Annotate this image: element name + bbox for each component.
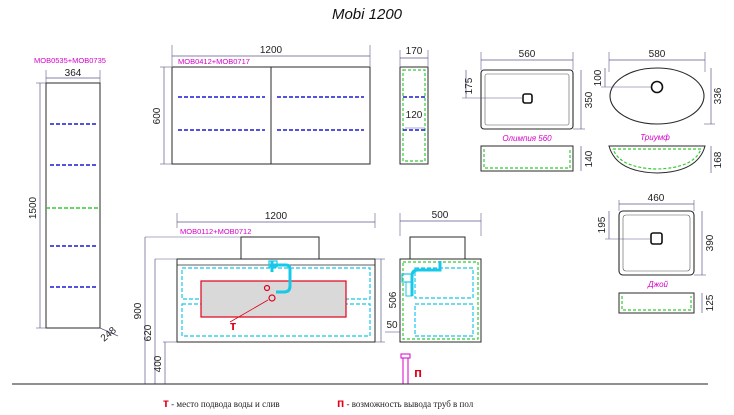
joy-name: Джой (647, 280, 669, 289)
mirror-width-label: 1200 (260, 45, 283, 56)
floor-900-label: 900 (133, 302, 144, 319)
legend-water-mark: т (163, 396, 169, 410)
base-side-depth-label: 500 (432, 210, 449, 221)
triumph-depth-label: 336 (713, 87, 724, 104)
floor-pipe-mark: п (414, 365, 422, 380)
olympia-depth-label: 350 (584, 91, 595, 108)
legend-water-text: - место подвода воды и слив (171, 399, 280, 409)
mirror-side-shelf-label: 120 (406, 110, 423, 121)
triumph-name: Триумф (640, 133, 670, 142)
mirror-side-depth-label: 170 (406, 46, 423, 57)
base-height-label: 506 (388, 291, 399, 308)
mirror-height-label: 600 (152, 107, 163, 124)
olympia-width-label: 560 (519, 49, 536, 60)
mirror-cabinet-code: MOB0412+MOB0717 (178, 57, 250, 66)
floor-400-label: 400 (153, 355, 164, 372)
joy-depth-label: 390 (705, 234, 716, 251)
base-water-mark: т (230, 318, 236, 333)
base-width-label: 1200 (265, 211, 288, 222)
joy-hole-label: 195 (597, 216, 608, 233)
floor-620-label: 620 (143, 324, 154, 341)
olympia-hole-label: 175 (464, 77, 475, 94)
base-side-50-label: 50 (386, 320, 398, 331)
legend-pipe-mark: п (337, 396, 345, 410)
base-cabinet-side: 500 50 п (385, 210, 482, 385)
tall-width-label: 364 (65, 68, 82, 79)
legend-water: т - место подвода воды и слив (163, 396, 280, 410)
tall-depth-label: 248 (99, 325, 119, 344)
sink-olympia: 560 175 350 Олимпия 560 140 (462, 49, 595, 172)
base-cabinet-code: MOB0112+MOB0712 (180, 227, 251, 236)
sink-triumph: 580 100 336 Триумф 168 (593, 49, 724, 174)
joy-width-label: 460 (648, 193, 665, 204)
olympia-name: Олимпия 560 (502, 134, 552, 143)
legend-pipe: п - возможность вывода труб в пол (337, 396, 473, 410)
triumph-width-label: 580 (649, 49, 666, 60)
tall-cabinet-code: MOB0535+MOB0735 (34, 56, 106, 65)
page-title: Mobi 1200 (331, 6, 403, 23)
base-cabinet: 1200 MOB0112+MOB0712 т 506 900 620 400 (133, 211, 399, 384)
tall-height-label: 1500 (28, 196, 39, 219)
mirror-cabinet-side: 170 120 (399, 46, 429, 165)
joy-height-label: 125 (705, 294, 716, 311)
triumph-height-label: 168 (713, 151, 724, 168)
olympia-height-label: 140 (584, 150, 595, 167)
legend-pipe-text: - возможность вывода труб в пол (346, 399, 474, 409)
triumph-hole-label: 100 (593, 69, 604, 86)
sink-joy: 460 195 390 Джой 125 (597, 193, 716, 314)
tall-cabinet: MOB0535+MOB0735 364 1500 248 (28, 56, 119, 344)
mirror-cabinet: 1200 MOB0412+MOB0717 600 (152, 45, 371, 165)
